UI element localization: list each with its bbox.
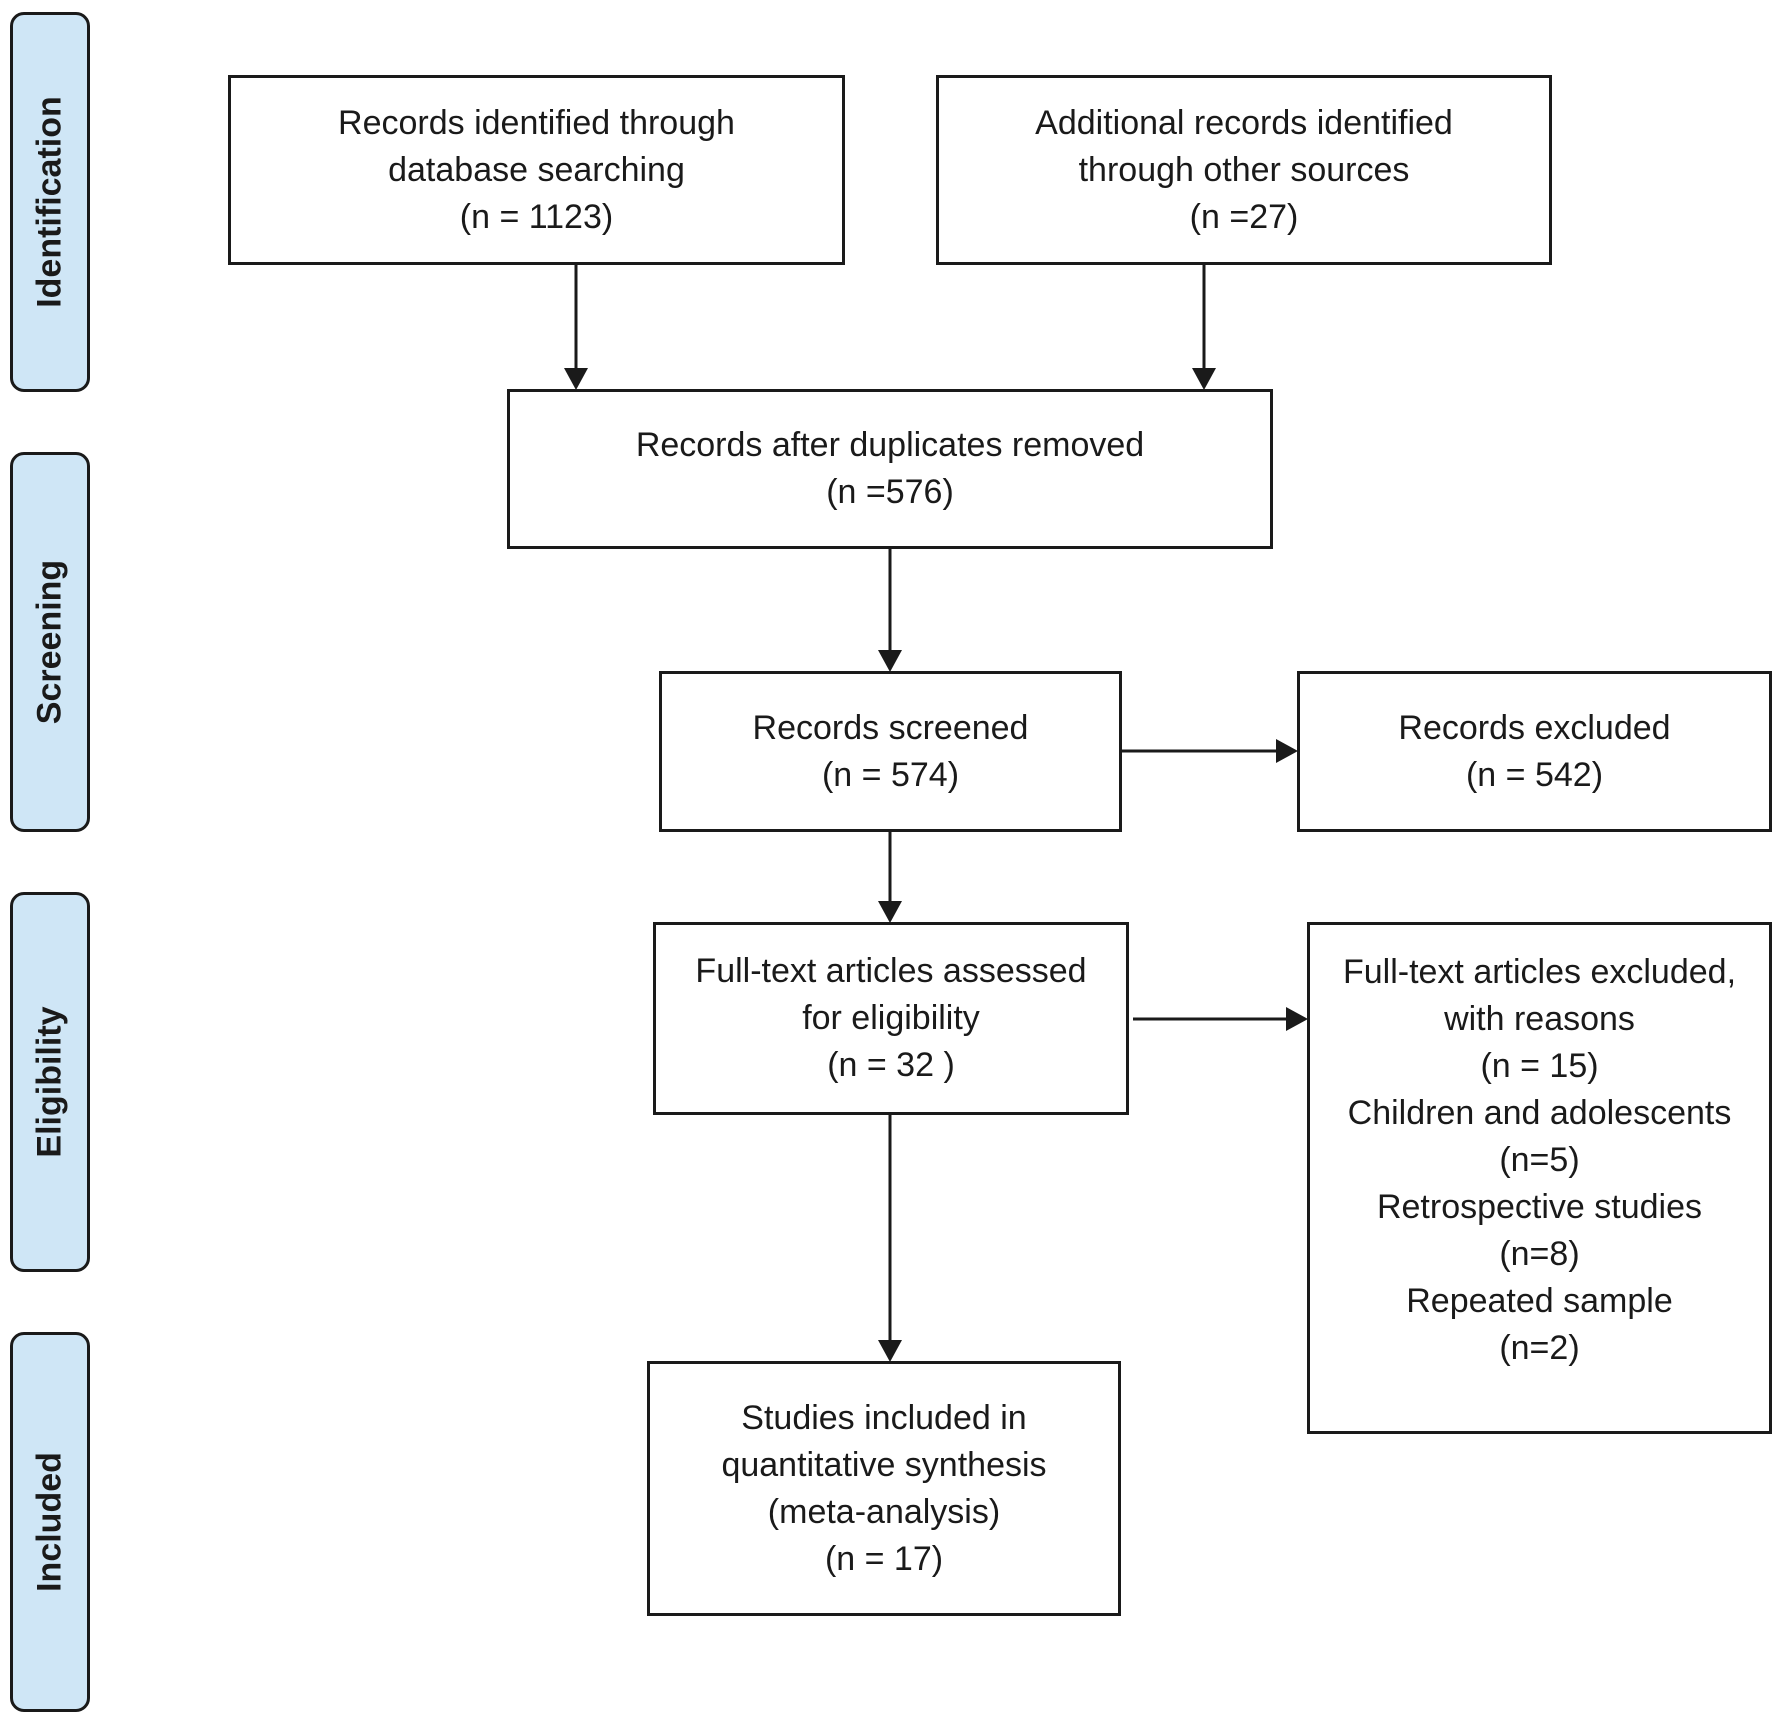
box-database-search: Records identified through database sear… [228, 75, 845, 265]
box-other-sources-line-1: Additional records identified [1035, 103, 1453, 142]
box-fulltext-excluded-line-2: with reasons [1444, 1000, 1635, 1038]
box-studies-included-line-2: quantitative synthesis [721, 1445, 1047, 1484]
box-other-sources-count: (n =27) [1189, 197, 1299, 236]
box-database-search-count: (n = 1123) [459, 197, 614, 236]
exclusion-reason-retrospective: Retrospective studies [1376, 1188, 1703, 1226]
box-database-search-line-1: Records identified through [338, 103, 735, 142]
phase-screening-label: Screening [30, 559, 69, 725]
box-records-excluded: Records excluded (n = 542) [1297, 671, 1772, 832]
exclusion-reason-retrospective-count: (n=8) [1499, 1235, 1580, 1273]
box-records-excluded-count: (n = 542) [1465, 755, 1604, 794]
arrowhead-fulltext-to-excluded [1286, 1007, 1308, 1031]
box-duplicates-removed-count: (n =576) [826, 473, 954, 511]
box-fulltext-assessed-count: (n = 32 ) [827, 1046, 955, 1084]
box-records-screened-line-1: Records screened [752, 708, 1029, 747]
box-other-sources-line-2: through other sources [1078, 150, 1410, 189]
arrowhead-screened-to-excluded [1276, 739, 1298, 763]
arrowhead-database-to-duplicates [564, 368, 588, 390]
box-studies-included-count: (n = 17) [824, 1539, 944, 1578]
box-studies-included-line-1: Studies included in [741, 1398, 1027, 1437]
phase-identification-label: Identification [30, 96, 69, 308]
exclusion-reason-repeated-count: (n=2) [1499, 1329, 1580, 1367]
arrowhead-screened-to-fulltext [878, 901, 902, 923]
box-studies-included: Studies included in quantitative synthes… [647, 1361, 1121, 1616]
box-records-screened: Records screened (n = 574) [659, 671, 1122, 832]
phase-identification: Identification [10, 12, 90, 392]
arrowhead-duplicates-to-screened [878, 650, 902, 672]
phase-included: Included [10, 1332, 90, 1712]
box-fulltext-excluded-line-1: Full-text articles excluded, [1342, 953, 1737, 991]
exclusion-reason-children-count: (n=5) [1499, 1141, 1580, 1179]
box-records-screened-count: (n = 574) [821, 755, 960, 794]
phase-included-label: Included [30, 1452, 69, 1592]
box-database-search-line-2: database searching [388, 150, 685, 189]
phase-eligibility-label: Eligibility [30, 1006, 69, 1158]
box-fulltext-excluded: Full-text articles excluded, with reason… [1307, 922, 1772, 1434]
box-fulltext-assessed: Full-text articles assessed for eligibil… [653, 922, 1129, 1115]
box-duplicates-removed-line-1: Records after duplicates removed [635, 426, 1145, 464]
box-fulltext-assessed-line-2: for eligibility [802, 999, 980, 1037]
box-fulltext-excluded-count: (n = 15) [1480, 1047, 1599, 1085]
box-fulltext-assessed-line-1: Full-text articles assessed [695, 952, 1087, 990]
phase-eligibility: Eligibility [10, 892, 90, 1272]
exclusion-reason-repeated: Repeated sample [1406, 1282, 1673, 1320]
phase-screening: Screening [10, 452, 90, 832]
exclusion-reason-children: Children and adolescents [1347, 1094, 1732, 1132]
box-records-excluded-line-1: Records excluded [1398, 708, 1671, 747]
arrowhead-other-to-duplicates [1192, 368, 1216, 390]
box-other-sources: Additional records identified through ot… [936, 75, 1552, 265]
box-duplicates-removed: Records after duplicates removed (n =576… [507, 389, 1273, 549]
arrowhead-fulltext-to-included [878, 1340, 902, 1362]
box-studies-included-line-3: (meta-analysis) [767, 1492, 1001, 1531]
